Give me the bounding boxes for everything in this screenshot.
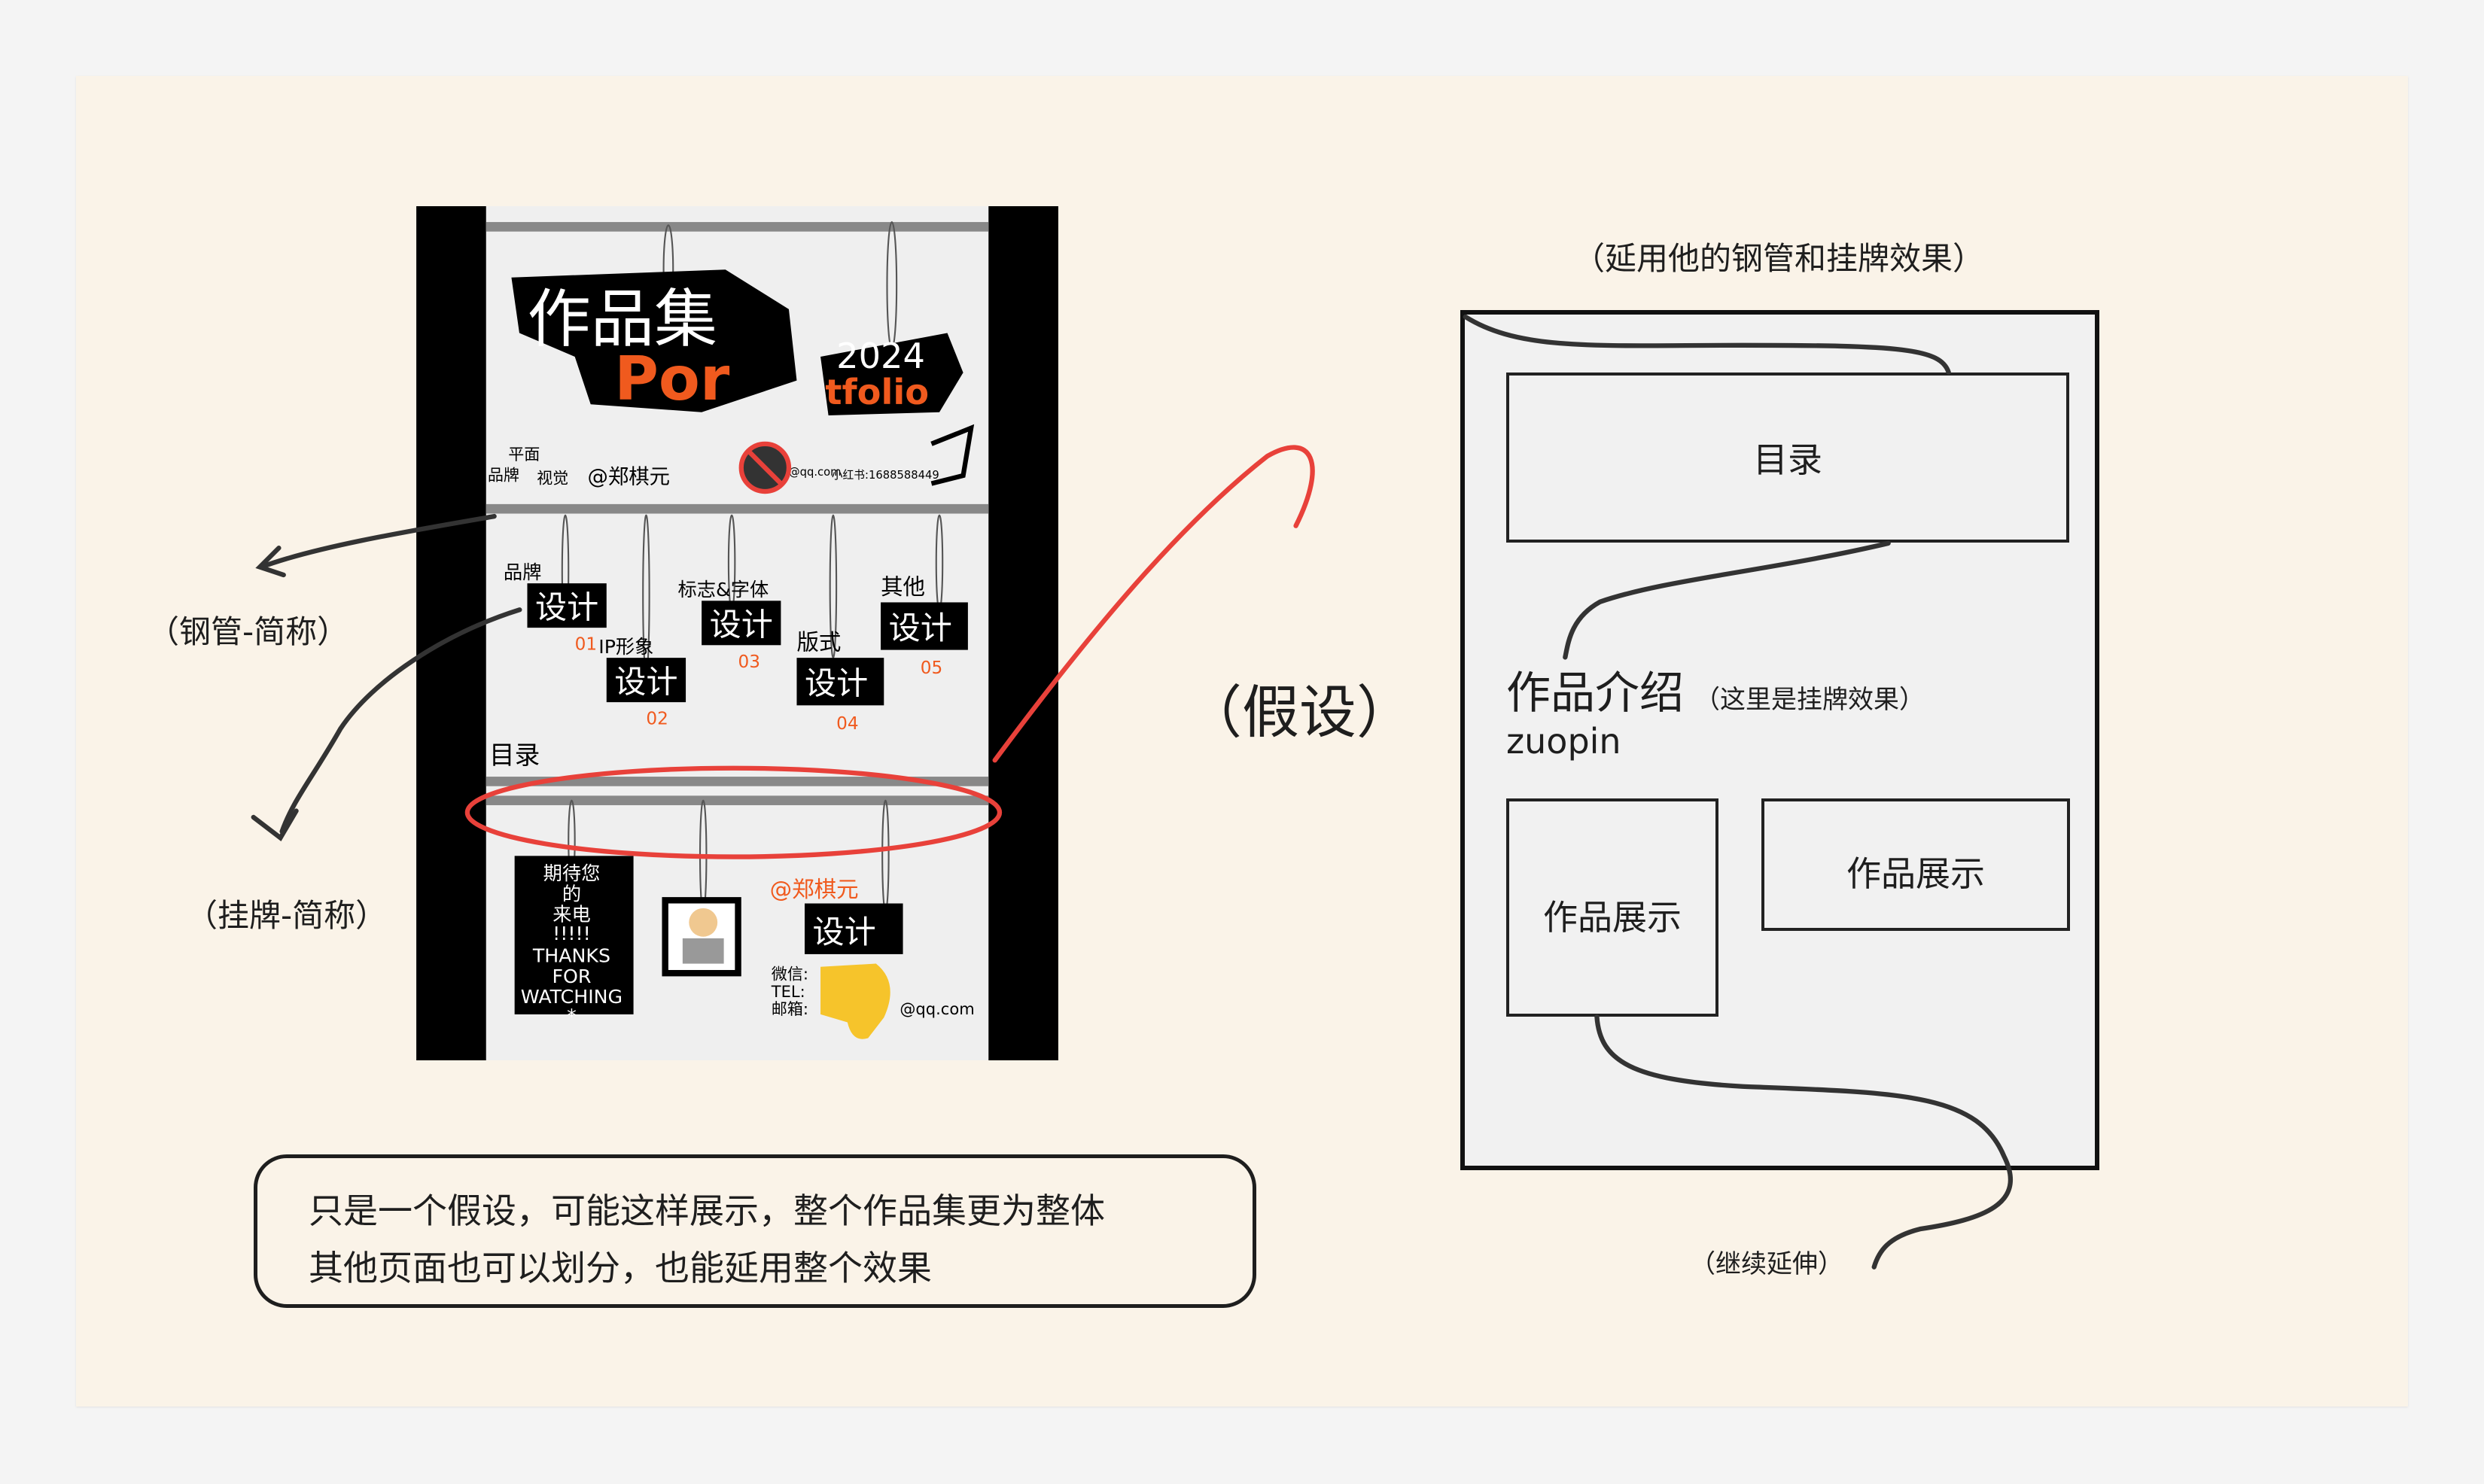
tag-text: 视觉 <box>537 469 568 488</box>
hand-emoji-icon <box>820 963 890 1039</box>
tag-text: 品牌 <box>488 465 519 484</box>
category-name: 版式 <box>796 630 841 655</box>
title-cn: 作品集 <box>527 282 717 356</box>
category-num: 04 <box>836 714 858 734</box>
contact-wechat: 微信: <box>772 965 808 984</box>
category-name: 标志&字体 <box>678 579 769 601</box>
category-label: 设计 <box>614 663 677 700</box>
category-name: 其他 <box>881 574 925 600</box>
thanks-text: 来电 <box>553 904 591 926</box>
contact-email: 邮箱: <box>772 999 808 1018</box>
thanks-tag: 期待您 的 来电 !!!!! THANKS FOR WATCHING * <box>514 856 634 1026</box>
thanks-text: THANKS <box>532 944 610 966</box>
thanks-text: * <box>567 1005 577 1026</box>
note-line-2: 其他页面也可以划分，也能延用整个效果 <box>309 1248 932 1288</box>
thanks-text: FOR <box>552 966 591 987</box>
tag-text: 平面 <box>508 445 540 464</box>
footer-label: 设计 <box>813 914 876 950</box>
contact-tel: TEL: <box>771 982 805 1001</box>
note-box: 只是一个假设，可能这样展示，整个作品集更为整体 其他页面也可以划分，也能延用整个… <box>254 1154 1256 1308</box>
pipe-label: （钢管-简称） <box>148 613 349 650</box>
work-box-right: 作品展示 <box>1761 798 2070 931</box>
title-tag: 作品集 Por 2024 tfolio <box>511 269 963 415</box>
thanks-text: !!!!! <box>553 923 591 944</box>
toc-label: 目录 <box>489 740 540 770</box>
footer-handle: @郑棋元 <box>770 877 859 902</box>
arrow-icon <box>930 424 975 486</box>
wireframe-toc-box: 目录 <box>1506 373 2069 543</box>
reuse-caption: （延用他的钢管和挂牌效果） <box>1573 240 1985 277</box>
category-label: 设计 <box>889 610 952 646</box>
wireframe-page: 目录 作品介绍 （这里是挂牌效果） zuopin 作品展示 作品展示 <box>1460 310 2099 1170</box>
title-en: Por <box>614 344 730 414</box>
category-name: IP形象 <box>598 636 653 658</box>
work-box-left: 作品展示 <box>1506 798 1718 1017</box>
year: 2024 <box>836 336 925 376</box>
portfolio-screenshot: 作品集 Por 2024 tfolio 平面 品牌 视觉 @郑棋元 @qq.co… <box>416 206 1058 1060</box>
thanks-text: 的 <box>562 883 581 905</box>
category-label: 设计 <box>535 588 598 625</box>
work-right-text: 作品展示 <box>1846 853 1985 894</box>
handle: @郑棋元 <box>588 466 670 489</box>
category-label: 设计 <box>710 607 773 643</box>
category-num: 01 <box>575 635 597 655</box>
note-line-1: 只是一个假设，可能这样展示，整个作品集更为整体 <box>309 1191 1105 1231</box>
intro-title-text: 作品介绍 <box>1506 667 1685 719</box>
work-left-text: 作品展示 <box>1543 897 1682 938</box>
assumption-heading: （假设） <box>1185 679 1414 746</box>
category-label: 设计 <box>805 665 868 702</box>
contact-small: @qq.com <box>789 466 842 479</box>
email-suffix: @qq.com <box>900 999 974 1018</box>
continue-caption: （继续延伸） <box>1690 1249 1843 1279</box>
title-en2: tfolio <box>825 372 929 412</box>
thanks-text: WATCHING <box>521 986 623 1008</box>
intro-subtitle: zuopin <box>1506 721 1621 762</box>
intro-note: （这里是挂牌效果） <box>1694 685 1925 715</box>
category-num: 02 <box>646 710 668 729</box>
category-num: 05 <box>921 658 942 678</box>
tag-label: （挂牌-简称） <box>186 897 388 934</box>
toc-text: 目录 <box>1753 439 1822 480</box>
category-num: 03 <box>738 652 760 672</box>
contact-tag: @郑棋元 设计 微信: TEL: 邮箱: @qq.com <box>770 877 975 1039</box>
thanks-text: 期待您 <box>543 862 601 884</box>
category-name: 品牌 <box>504 561 542 583</box>
intro-title: 作品介绍 （这里是挂牌效果） <box>1506 657 1925 721</box>
qr-tag <box>662 897 741 977</box>
xiaohongshu: 小红书:1688588449 <box>832 469 939 482</box>
